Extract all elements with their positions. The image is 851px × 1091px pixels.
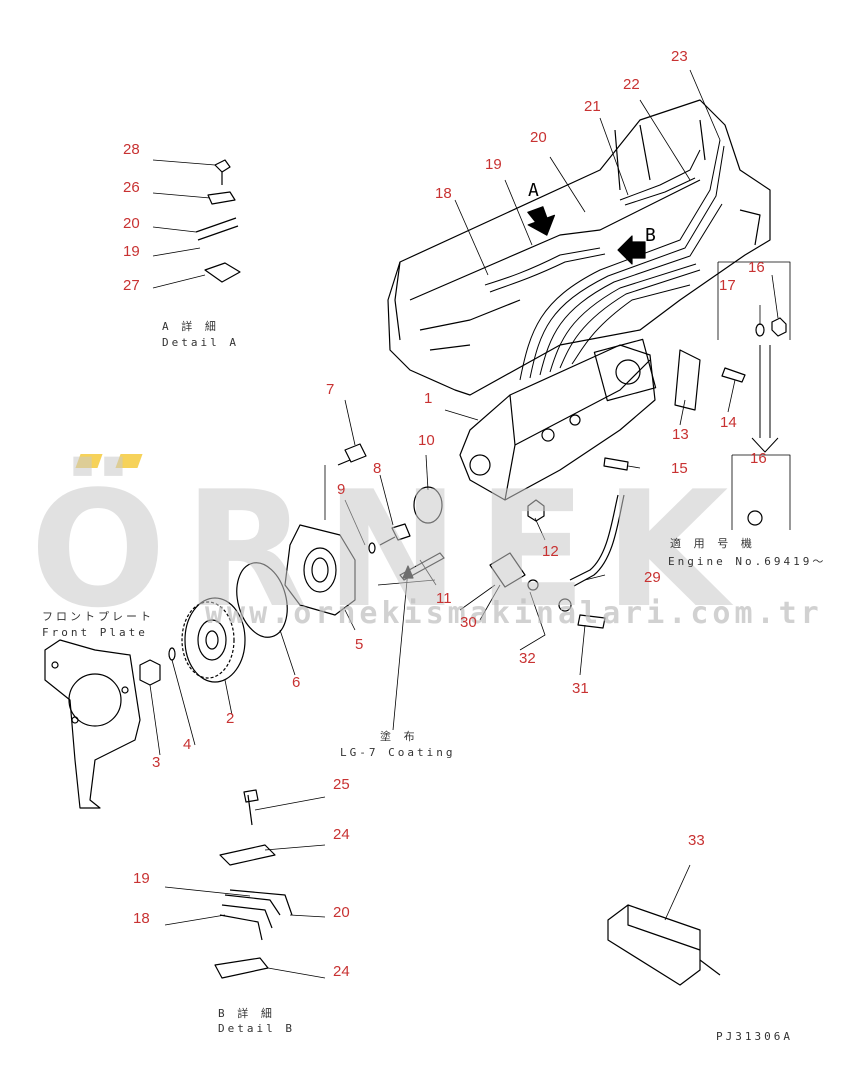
- detail-b-parts: [214, 789, 293, 979]
- detail-b-en: Detail B: [218, 1022, 295, 1035]
- injection-pump: [459, 338, 657, 501]
- washer-17: [755, 323, 765, 337]
- engine-block: [387, 99, 771, 396]
- callout-2: 2: [226, 710, 235, 727]
- front-plate-en: Front Plate: [42, 626, 148, 639]
- washer: [168, 647, 176, 661]
- callout-20-b: 20: [333, 904, 350, 921]
- callout-19-a: 19: [123, 243, 140, 260]
- detail-a-en: Detail A: [162, 336, 239, 349]
- callout-16-b: 16: [750, 450, 767, 467]
- bolt-14: [721, 367, 746, 383]
- callout-18-b: 18: [133, 910, 150, 927]
- callout-22: 22: [623, 76, 640, 93]
- spacer-30: [489, 552, 526, 588]
- detail-b-jp: B 詳 細: [218, 1007, 275, 1020]
- callout-8: 8: [373, 460, 382, 477]
- coating-arrow-head: [402, 565, 414, 579]
- nut: [139, 659, 161, 686]
- callout-25: 25: [333, 776, 350, 793]
- callout-26: 26: [123, 179, 140, 196]
- serial-jp: 適 用 号 機: [670, 537, 755, 550]
- callout-19: 19: [485, 156, 502, 173]
- detail-a-jp: A 詳 細: [162, 320, 219, 333]
- injection-lines: [484, 139, 725, 381]
- gasket-32: [527, 579, 572, 612]
- drive-case: [284, 524, 356, 616]
- callout-24-b: 24: [333, 963, 350, 980]
- detail-16-box: [717, 261, 791, 340]
- leader-lines: [149, 69, 779, 979]
- callout-24: 24: [333, 826, 350, 843]
- callout-27: 27: [123, 277, 140, 294]
- o-ring-small: [413, 486, 443, 524]
- callout-6: 6: [292, 674, 301, 691]
- callout-29: 29: [644, 569, 661, 586]
- detail-16b-box: [731, 454, 791, 530]
- callout-28: 28: [123, 141, 140, 158]
- arrow-a-icon: [527, 206, 556, 236]
- callout-31: 31: [572, 680, 589, 697]
- callout-16: 16: [748, 259, 765, 276]
- callout-17: 17: [719, 277, 736, 294]
- bolt-7: [337, 443, 367, 466]
- detail-a-parts: [195, 159, 241, 283]
- callout-18: 18: [435, 185, 452, 202]
- nut-12: [527, 499, 545, 522]
- o-ring-large: [236, 562, 288, 638]
- callout-19-b: 19: [133, 870, 150, 887]
- callout-20: 20: [530, 129, 547, 146]
- callout-5: 5: [355, 636, 364, 653]
- coating-jp: 塗 布: [380, 730, 418, 743]
- callout-10: 10: [418, 432, 435, 449]
- front-plate: [44, 639, 141, 809]
- tool-33: [607, 904, 721, 986]
- arrow-b-icon: [617, 235, 646, 265]
- callout-21: 21: [584, 98, 601, 115]
- coating-arrow-line: [392, 569, 409, 731]
- washer-9: [368, 542, 376, 554]
- callout-33: 33: [688, 832, 705, 849]
- arrow-b-label: B: [645, 225, 659, 246]
- callout-14: 14: [720, 414, 737, 431]
- serial-en: Engine No.69419～: [668, 555, 827, 568]
- bracket-line-5: [324, 465, 436, 586]
- callout-11: 11: [436, 590, 452, 607]
- callout-15: 15: [671, 460, 688, 477]
- arrow-a-label: A: [528, 180, 542, 201]
- callout-23: 23: [671, 48, 688, 65]
- callout-9: 9: [337, 481, 346, 498]
- callout-1: 1: [424, 390, 433, 407]
- callout-4: 4: [183, 736, 192, 753]
- callout-3: 3: [152, 754, 161, 771]
- callout-32: 32: [519, 650, 536, 667]
- callout-30: 30: [460, 614, 477, 631]
- coating-en: LG-7 Coating: [340, 746, 456, 759]
- front-plate-jp: フロントプレート: [42, 610, 154, 623]
- callout-20-a: 20: [123, 215, 140, 232]
- bolt-31: [577, 614, 606, 629]
- bracket-13: [674, 349, 701, 411]
- detail-16-arrow: [751, 345, 779, 453]
- gear: [181, 597, 246, 683]
- bolt-15: [603, 457, 629, 471]
- bolt-8: [379, 523, 411, 546]
- pipe-29: [569, 494, 625, 587]
- drawing-number: PJ31306A: [716, 1030, 793, 1043]
- callout-12: 12: [542, 543, 559, 560]
- nut-16-b: [747, 510, 763, 526]
- callout-7: 7: [326, 381, 335, 398]
- nut-16: [771, 317, 787, 337]
- callout-13: 13: [672, 426, 689, 443]
